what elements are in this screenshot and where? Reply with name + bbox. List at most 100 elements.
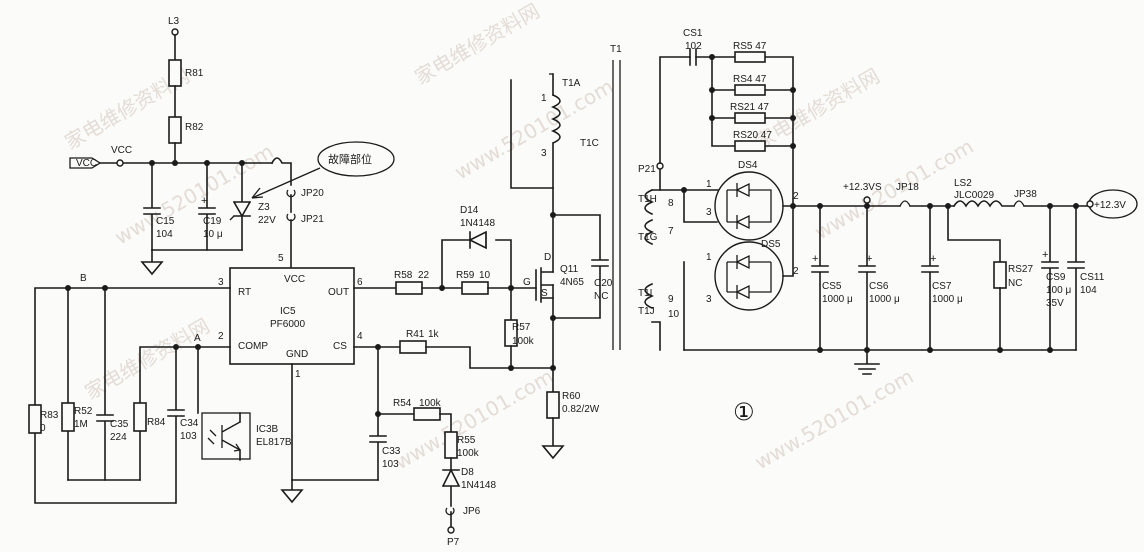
label-r83: R83 (40, 410, 59, 421)
label-ls2v: JLC0029 (954, 190, 994, 201)
label-cs6: CS6 (869, 281, 889, 292)
resistor-R58 (395, 281, 423, 295)
svg-text:+: + (812, 253, 818, 265)
label-ds5: DS5 (761, 239, 781, 250)
label-pin6: 6 (357, 277, 363, 288)
label-d1b: 1 (706, 252, 712, 263)
label-c33v: 103 (382, 459, 399, 470)
label-c34v: 103 (180, 431, 197, 442)
label-d14: D14 (460, 205, 479, 216)
output-filter: +12.3VS JP18 LS2 JLC0029 JP38 +12.3V + C… (683, 178, 1138, 375)
label-s: S (541, 288, 548, 299)
label-cs5: CS5 (822, 281, 842, 292)
label-c15: C15 (156, 216, 175, 227)
resistor-RS5 (734, 51, 766, 63)
label-p9: 9 (668, 294, 674, 305)
resistor-RS21 (734, 112, 766, 124)
label-q11: Q11 (560, 264, 579, 275)
label-cs7: CS7 (932, 281, 952, 292)
label-rs27v: NC (1008, 278, 1022, 289)
label-p8: 8 (668, 198, 674, 209)
label-ic5_rt: RT (238, 287, 251, 298)
label-r84: R84 (147, 417, 166, 428)
label-r81: R81 (185, 68, 204, 79)
label-r54v: 100k (419, 398, 442, 409)
resistor-R83 (28, 404, 42, 434)
resistor-R60 (546, 391, 560, 419)
label-rs4: RS4 47 (733, 74, 767, 85)
label-r60v: 0.82/2W (562, 404, 600, 415)
label-cs11v: 104 (1080, 285, 1097, 296)
label-c35: C35 (110, 419, 129, 430)
transformer-t1: T1 T1A T1C 1 3 T1H T1G T1I T1J 8 7 9 10 (510, 44, 680, 351)
label-d1: 1 (706, 179, 712, 190)
feedback-network: B R83 0 R52 1M C35 224 A R84 C34 103 (28, 273, 292, 504)
label-c20: C20 (594, 278, 613, 289)
label-cs9v: 100 μ (1046, 285, 1071, 296)
label-t1c: T1C (580, 138, 599, 149)
label-r58v: 22 (418, 270, 430, 281)
label-r57: R57 (512, 322, 531, 333)
label-r83v: 0 (40, 423, 46, 434)
label-cs5v: 1000 μ (822, 294, 853, 305)
label-c34: C34 (180, 418, 199, 429)
label-pin4: 4 (357, 331, 363, 342)
label-r52: R52 (74, 406, 93, 417)
label-a: A (194, 333, 201, 344)
label-ic5_gnd: GND (286, 349, 308, 360)
label-b: B (80, 273, 87, 284)
label-vcc_in: VCC (76, 158, 97, 169)
label-p10: 10 (668, 309, 680, 320)
label-z3: Z3 (258, 202, 270, 213)
label-r82: R82 (185, 122, 204, 133)
resistor-R55 (444, 431, 458, 459)
label-jp38: JP38 (1014, 189, 1037, 200)
label-ds4: DS4 (738, 160, 758, 171)
label-q11v: 4N65 (560, 277, 584, 288)
label-t1j: T1J (638, 306, 655, 317)
label-g: G (523, 277, 531, 288)
label-r55v: 100k (457, 448, 480, 459)
label-rs5: RS5 47 (733, 41, 767, 52)
label-c19: C19 (203, 216, 222, 227)
figure-number: ① (733, 398, 755, 426)
label-z3v: 22V (258, 215, 276, 226)
label-d: D (544, 252, 551, 263)
resistor-R59 (461, 281, 489, 295)
vcc-section: L3 R81 R82 VCC VCC C15 104 + C19 10 μ Z3… (69, 16, 395, 276)
label-r60: R60 (562, 391, 581, 402)
resistor-R52 (61, 402, 75, 432)
label-c35v: 224 (110, 432, 127, 443)
gate-drive: R58 22 R59 10 D14 1N4148 R57 100k G D S … (353, 205, 613, 460)
label-fault: 故障部位 (328, 152, 372, 166)
label-jp18: JP18 (896, 182, 919, 193)
resistor-R54 (413, 407, 441, 421)
label-cs11: CS11 (1080, 272, 1105, 283)
label-1: www.520101.com (451, 74, 618, 184)
label-cs9: CS9 (1046, 272, 1066, 283)
label-jp20: JP20 (301, 188, 324, 199)
label-ic5_cs: CS (333, 341, 347, 352)
label-d14v: 1N4148 (460, 218, 495, 229)
label-pin3: 3 (218, 277, 224, 288)
label-t1i: T1I (638, 288, 652, 299)
label-rs20: RS20 47 (733, 130, 772, 141)
label-ic3bv: EL817B (256, 437, 292, 448)
resistor-RS27 (993, 261, 1007, 289)
label-d2b: 2 (793, 266, 799, 277)
label-t1a: T1A (562, 78, 581, 89)
fault-callout (317, 141, 395, 177)
rectifier: DS4 DS5 1 3 2 1 3 2 (659, 160, 823, 351)
label-r58: R58 (394, 270, 413, 281)
label-r41v: 1k (428, 329, 440, 340)
snubber-network: P21 CS1 102 RS5 47 RS4 47 RS21 47 RS20 4… (638, 28, 796, 207)
label-ic5: IC5 (280, 306, 296, 317)
label-c20v: NC (594, 291, 608, 302)
ic5-controller: VCC RT COMP GND OUT CS IC5 PF6000 3 2 1 … (218, 267, 363, 504)
svg-text:+: + (201, 195, 207, 207)
svg-text:+: + (866, 253, 872, 265)
label-t1: 1 (541, 93, 547, 104)
label-jp21: JP21 (301, 214, 324, 225)
resistor-R82 (168, 116, 182, 144)
